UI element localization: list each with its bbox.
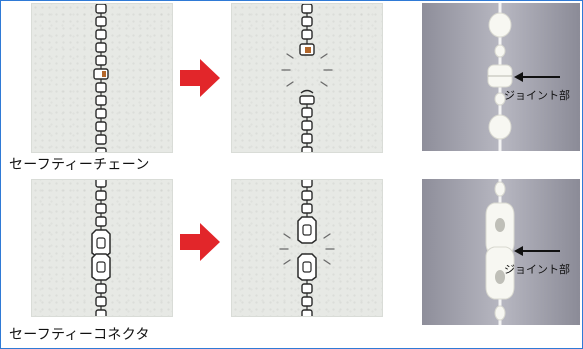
chain-joint-photo-drawing	[487, 3, 560, 151]
joint-label-2: ジョイント部	[504, 263, 570, 276]
right-arrow-icon	[180, 59, 220, 97]
safety-connector-caption: セーフティーコネクタ	[9, 327, 150, 343]
connector-intact-illustration	[91, 180, 111, 316]
connector-separated-panel	[231, 179, 383, 317]
connector-joint-photo-drawing	[485, 179, 560, 325]
joint-label: ジョイント部	[504, 89, 570, 102]
chain-separated-illustration	[281, 4, 333, 152]
chain-separated-panel	[231, 3, 383, 153]
connector-joint-photo: ジョイント部	[422, 179, 580, 325]
chain-joint-photo: ジョイント部	[422, 3, 580, 151]
connector-separated-illustration	[279, 180, 335, 316]
connector-intact-panel	[31, 179, 173, 317]
chain-intact-panel	[31, 3, 173, 153]
chain-intact-illustration	[93, 4, 109, 152]
safety-chain-caption: セーフティーチェーン	[9, 157, 150, 173]
right-arrow-icon-2	[180, 223, 220, 261]
